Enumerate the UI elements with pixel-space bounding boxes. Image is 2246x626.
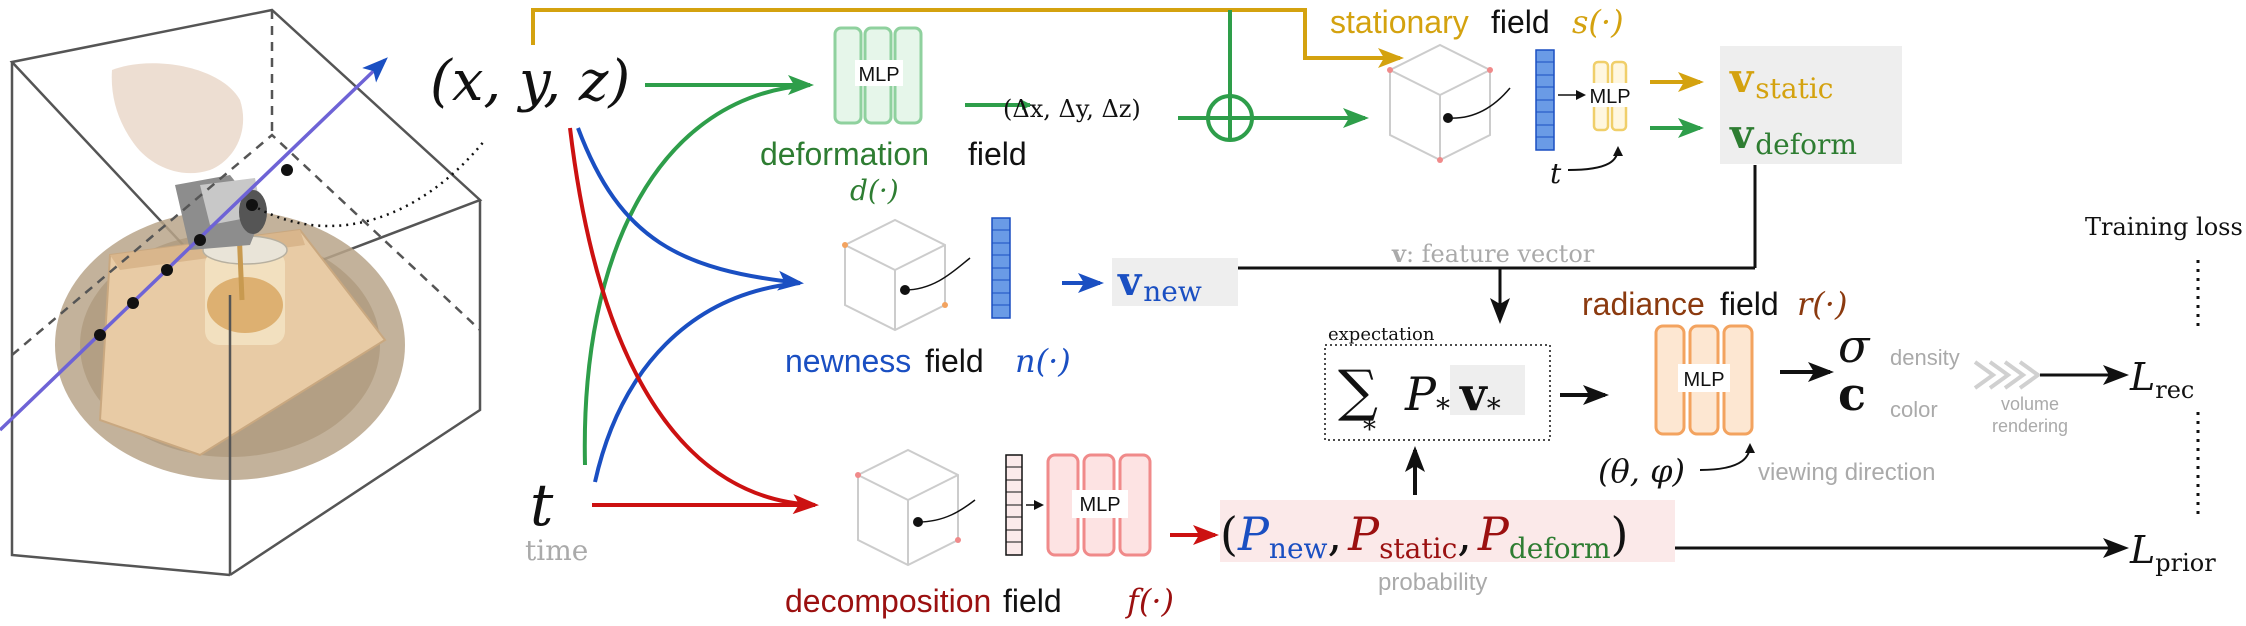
expectation-v: v* xyxy=(1459,367,1501,425)
stationary-feature-vector-icon xyxy=(1535,49,1555,151)
decomposition-field-name: decomposition xyxy=(785,583,991,619)
newness-grid-icon xyxy=(842,218,971,332)
input-time-symbol: t xyxy=(530,471,554,539)
sum-subscript: * xyxy=(1363,415,1376,445)
radiance-mlp-label: MLP xyxy=(1683,369,1724,391)
v-static: vstatic xyxy=(1729,55,1833,105)
feature-vector-note: v: feature vector xyxy=(1391,239,1595,268)
l-prior: Lprior xyxy=(2129,528,2216,577)
radiance-field-rest: field xyxy=(1720,286,1779,322)
deformation-field-rest: field xyxy=(968,136,1027,172)
decomposition-field-rest: field xyxy=(1003,583,1062,619)
c-symbol: c xyxy=(1838,367,1866,421)
decomposition-mlp-label: MLP xyxy=(1079,494,1120,516)
stationary-field-name: stationary xyxy=(1330,4,1469,40)
sum-symbol: ∑ xyxy=(1338,359,1378,424)
stationary-t-label: t xyxy=(1550,157,1562,190)
deformation-func: d(·) xyxy=(850,174,899,207)
decomposition-grid-icon xyxy=(855,448,976,567)
stationary-field-rest: field xyxy=(1491,4,1550,40)
deformation-mlp-icon xyxy=(833,26,923,125)
newness-field-name: newness xyxy=(785,343,911,379)
input-time-label: time xyxy=(525,534,588,567)
stationary-output-box xyxy=(1720,46,1902,164)
viewing-direction-label: viewing direction xyxy=(1758,459,1935,486)
v-new-box xyxy=(1112,258,1238,306)
view-symbol: (θ, φ) xyxy=(1598,452,1685,490)
probability-label: probability xyxy=(1378,569,1487,596)
deformation-mlp-label: MLP xyxy=(858,64,899,86)
stationary-mlp-icon xyxy=(1558,60,1634,132)
scene-illustration xyxy=(0,8,486,577)
volume-label: volume xyxy=(2001,394,2059,414)
color-label: color xyxy=(1890,397,1938,422)
radiance-func: r(·) xyxy=(1797,285,1847,323)
rendering-label: rendering xyxy=(1992,416,2068,436)
expectation-label: expectation xyxy=(1328,324,1435,345)
stationary-mlp-label: MLP xyxy=(1589,86,1630,108)
probability-box xyxy=(1220,500,1675,562)
decomposition-func: f(·) xyxy=(1125,582,1174,620)
decomposition-mlp-icon xyxy=(1046,453,1152,557)
newness-func: n(·) xyxy=(1015,342,1071,380)
density-label: density xyxy=(1890,345,1960,370)
connectors xyxy=(531,8,2200,558)
training-loss-title: Training loss xyxy=(2085,213,2243,241)
deformation-field-name: deformation xyxy=(760,136,929,172)
deformation-output: (Δx, Δy, Δz) xyxy=(1003,95,1141,123)
newness-field-rest: field xyxy=(925,343,984,379)
stationary-func: s(·) xyxy=(1572,3,1624,41)
radiance-mlp-icon xyxy=(1654,324,1754,436)
sigma-symbol: σ xyxy=(1838,319,1871,373)
stationary-grid-icon xyxy=(1387,43,1511,163)
input-coords: (x, y, z) xyxy=(430,49,630,114)
probability-tuple: (Pnew,Pstatic,Pdeform) xyxy=(1220,507,1628,565)
expectation-p: P* xyxy=(1404,367,1450,425)
v-new: vnew xyxy=(1117,258,1202,308)
decomposition-feature-vector-icon xyxy=(1005,454,1044,556)
newness-feature-vector-icon xyxy=(991,217,1011,319)
radiance-field-name: radiance xyxy=(1582,286,1705,322)
v-deform: vdeform xyxy=(1729,111,1857,161)
l-rec: Lrec xyxy=(2129,355,2194,404)
